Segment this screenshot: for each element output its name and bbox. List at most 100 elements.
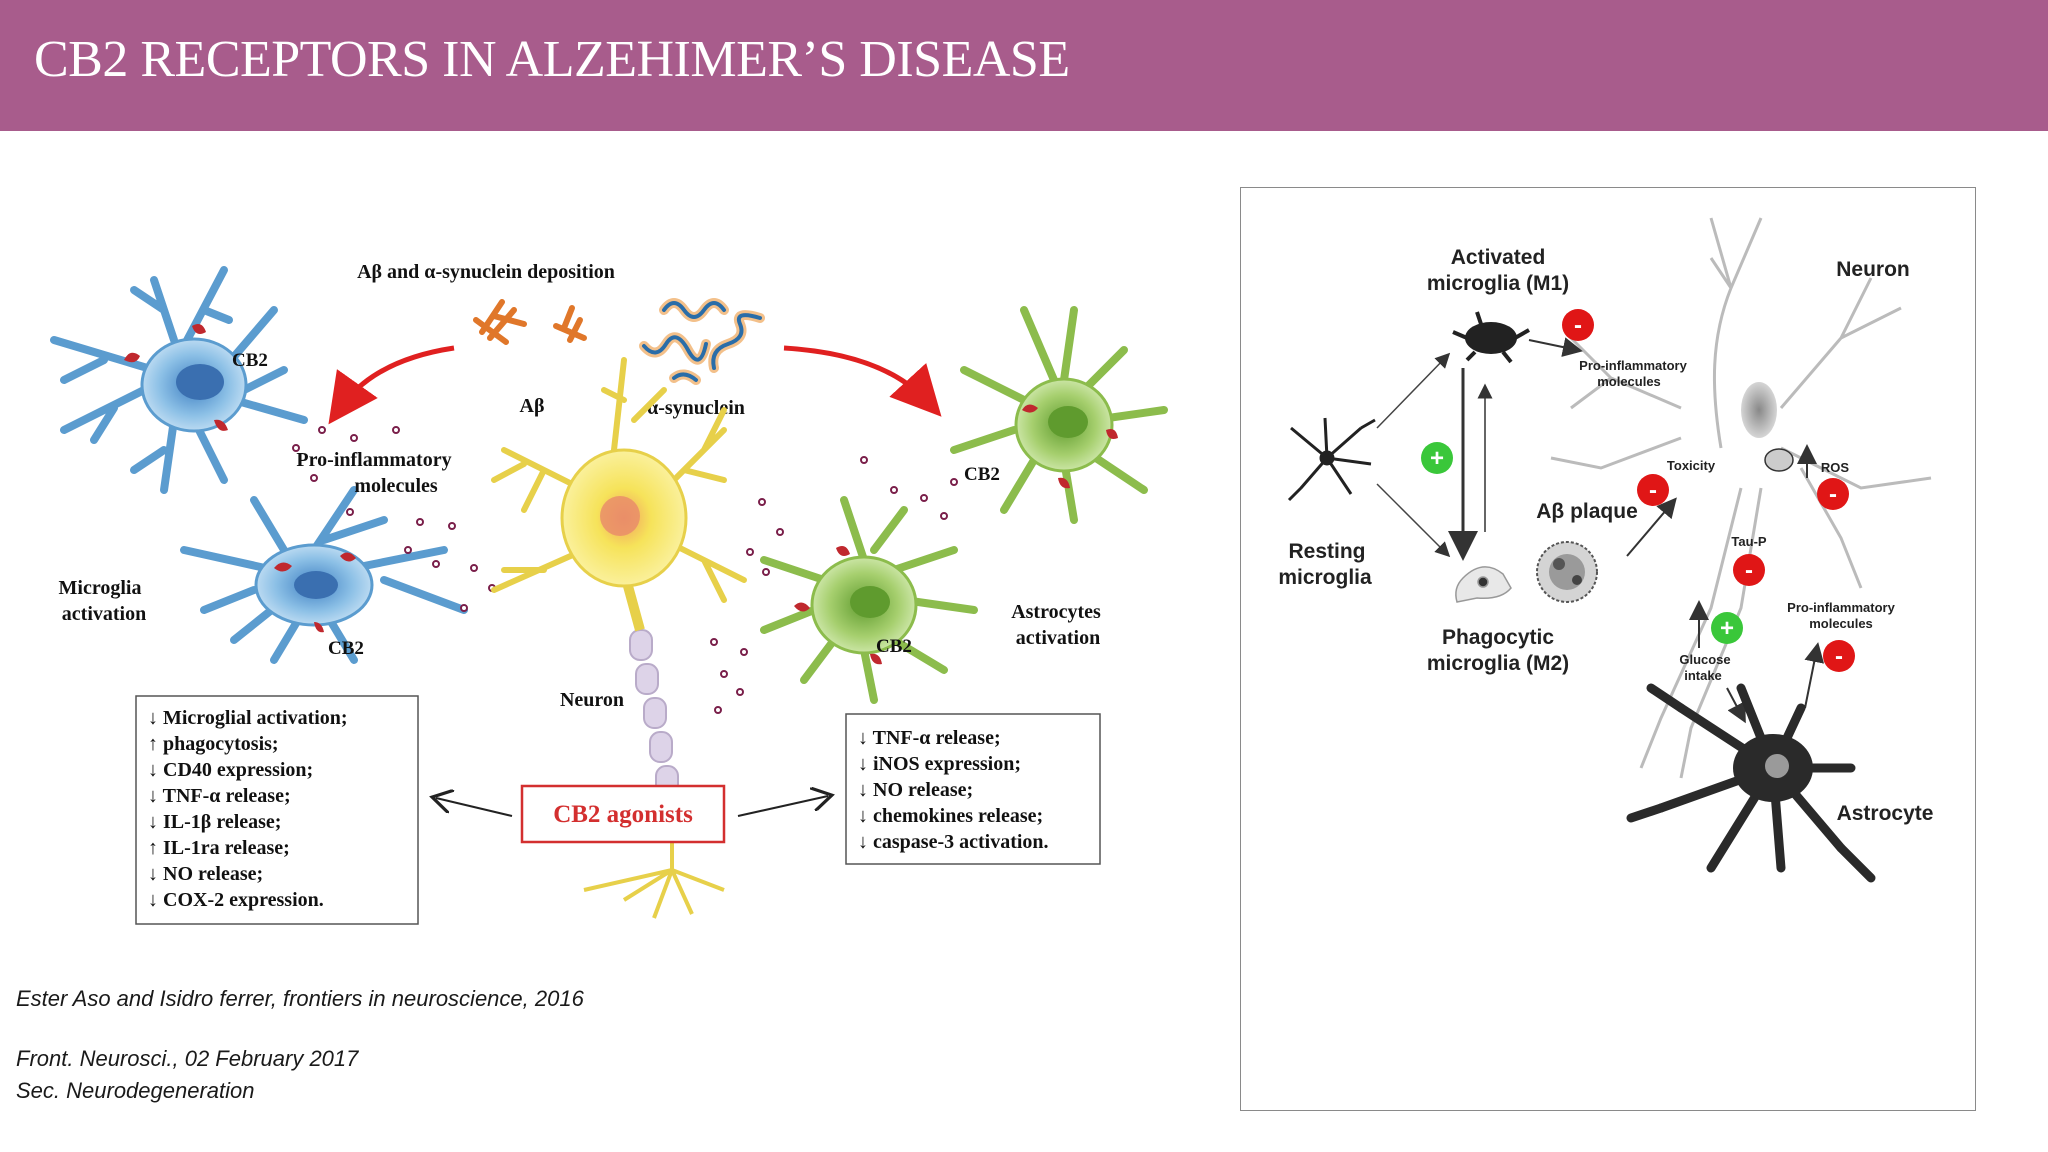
svg-text:+: + bbox=[1720, 615, 1734, 642]
resting-microglia-line2: microglia bbox=[1278, 566, 1372, 589]
glucose-intake-line2: intake bbox=[1684, 668, 1722, 683]
arrow-resting-to-m1 bbox=[1376, 352, 1451, 429]
microglia-activation-line1: Microglia bbox=[59, 577, 142, 599]
phagocytic-microglia-icon bbox=[1455, 566, 1512, 603]
slide-title: CB2 RECEPTORS IN ALZEHIMER’S DISEASE bbox=[34, 31, 1070, 88]
pro-inflammatory-top-line2: molecules bbox=[1597, 374, 1661, 389]
neuron-outline bbox=[1550, 217, 1932, 779]
abeta-plaque-icon bbox=[1536, 541, 1598, 603]
cb2-agonists-label: CB2 agonists bbox=[553, 801, 693, 828]
abeta-fibrils-icon bbox=[473, 299, 587, 345]
neuron-nucleus bbox=[1741, 382, 1777, 438]
activated-microglia-line2: microglia (M1) bbox=[1427, 272, 1569, 295]
arrow-to-astrocytes bbox=[783, 345, 942, 417]
abeta-label: Aβ bbox=[520, 395, 545, 417]
promote-badge-m2: + bbox=[1421, 442, 1453, 474]
cb2-label-microglia-top: CB2 bbox=[232, 350, 268, 371]
ros-label: ROS bbox=[1821, 460, 1850, 475]
cb2-agonists-box bbox=[520, 784, 726, 844]
inhibit-badge-ros: - bbox=[1817, 478, 1849, 510]
promote-badge-glucose: + bbox=[1711, 612, 1743, 644]
pro-inflammatory-top-line1: Pro-inflammatory bbox=[1579, 358, 1687, 373]
svg-text:-: - bbox=[1649, 477, 1657, 504]
glucose-intake-line1: Glucose bbox=[1679, 652, 1730, 667]
alpha-synuclein-label: α-synuclein bbox=[647, 397, 745, 419]
resting-microglia-line1: Resting bbox=[1288, 540, 1365, 563]
microglia-effect-item: ↓ Microglial activation; bbox=[148, 707, 348, 729]
pro-inflammatory-bottom-line2: molecules bbox=[1809, 616, 1873, 631]
microglia-effect-item: ↓ CD40 expression; bbox=[148, 759, 313, 781]
title-bar: CB2 RECEPTORS IN ALZEHIMER’S DISEASE bbox=[0, 0, 2048, 131]
pro-inflammatory-label-line1: Pro-inflammatory bbox=[296, 449, 451, 471]
activated-microglia-line1: Activated bbox=[1451, 246, 1546, 269]
microglia-cell-top bbox=[50, 266, 308, 494]
cb2-label-microglia-lower: CB2 bbox=[328, 638, 364, 659]
inhibit-badge-toxicity: - bbox=[1637, 474, 1669, 506]
arrow-to-astrocyte-effects bbox=[737, 796, 828, 817]
microglia-effect-item: ↓ IL-1β release; bbox=[148, 811, 281, 833]
microglia-astrocyte-neuron-figure: Neuron Activated microglia (M1) - Pro-in… bbox=[1240, 187, 1976, 1111]
arrow-astrocyte-molecules bbox=[1804, 642, 1825, 709]
svg-text:+: + bbox=[1430, 445, 1444, 472]
deposition-label: Aβ and α-synuclein deposition bbox=[357, 261, 615, 283]
arrow-to-microglia bbox=[328, 345, 455, 425]
phagocytic-microglia-line1: Phagocytic bbox=[1442, 626, 1554, 649]
inhibit-badge-taup: - bbox=[1733, 554, 1765, 586]
microglia-effect-item: ↓ TNF-α release; bbox=[148, 785, 291, 807]
right-diagram-svg: Neuron Activated microglia (M1) - Pro-in… bbox=[1278, 217, 1934, 883]
citation-2: Front. Neurosci., 02 February 2017 bbox=[16, 1046, 359, 1071]
astrocyte-label-right: Astrocyte bbox=[1837, 802, 1934, 825]
svg-text:-: - bbox=[1835, 643, 1843, 670]
microglia-cell-lower bbox=[180, 486, 468, 664]
astrocyte-effect-item: ↓ chemokines release; bbox=[858, 805, 1043, 827]
phagocytic-microglia-line2: microglia (M2) bbox=[1427, 652, 1569, 675]
neuron-label: Neuron bbox=[560, 689, 624, 711]
arrow-resting-to-m2 bbox=[1376, 483, 1451, 558]
cb2-label-astrocyte-top: CB2 bbox=[964, 464, 1000, 485]
arrow-glucose-to-astrocyte bbox=[1726, 687, 1746, 724]
pro-inflammatory-dots bbox=[292, 426, 958, 714]
microglia-activation-line2: activation bbox=[62, 603, 146, 625]
astrocyte-cell-lower bbox=[760, 496, 978, 704]
astrocyte-effects-list: ↓ TNF-α release; ↓ iNOS expression; ↓ NO… bbox=[858, 727, 1049, 853]
microglia-effects-list: ↓ Microglial activation; ↑ phagocytosis;… bbox=[148, 707, 348, 911]
neuron-cell bbox=[491, 357, 747, 919]
neuron-label-right: Neuron bbox=[1836, 258, 1910, 281]
alpha-synuclein-icon bbox=[639, 298, 765, 385]
microglia-effect-item: ↑ phagocytosis; bbox=[148, 733, 279, 755]
arrow-plaque-to-neuron bbox=[1626, 497, 1677, 557]
microglia-effects-box bbox=[135, 695, 419, 925]
astrocyte-effect-item: ↓ TNF-α release; bbox=[858, 727, 1001, 749]
astrocyte-effect-item: ↓ iNOS expression; bbox=[858, 753, 1021, 775]
microglia-effect-item: ↓ COX-2 expression. bbox=[148, 889, 324, 911]
astrocyte-effect-item: ↓ caspase-3 activation. bbox=[858, 831, 1049, 853]
cb2-agonist-mechanism-diagram: Aβ and α-synuclein deposition Aβ α-synuc… bbox=[50, 261, 1168, 925]
activated-microglia-icon bbox=[1452, 311, 1530, 364]
svg-text:-: - bbox=[1829, 481, 1837, 508]
citation-3: Sec. Neurodegeneration bbox=[16, 1078, 255, 1103]
astrocytes-activation-line2: activation bbox=[1016, 627, 1100, 649]
astrocyte-effects-box bbox=[845, 713, 1101, 865]
inhibit-badge-m1: - bbox=[1562, 309, 1594, 341]
arrow-to-microglia-effects bbox=[436, 798, 513, 817]
inhibit-badge-astrocyte-molecules: - bbox=[1823, 640, 1855, 672]
taup-label: Tau-P bbox=[1731, 534, 1766, 549]
astrocyte-cell-top bbox=[950, 306, 1168, 524]
cb2-label-astrocyte-lower: CB2 bbox=[876, 636, 912, 657]
astrocyte-dark-icon bbox=[1626, 683, 1876, 883]
pro-inflammatory-label-line2: molecules bbox=[354, 475, 438, 497]
astrocyte-effect-item: ↓ NO release; bbox=[858, 779, 973, 801]
resting-microglia-icon bbox=[1287, 417, 1376, 502]
pro-inflammatory-bottom-line1: Pro-inflammatory bbox=[1787, 600, 1895, 615]
astrocyte-nucleus bbox=[1765, 754, 1789, 778]
abeta-plaque-label: Aβ plaque bbox=[1536, 500, 1638, 523]
astrocytes-activation-line1: Astrocytes bbox=[1011, 601, 1101, 623]
microglia-effect-item: ↓ NO release; bbox=[148, 863, 263, 885]
svg-text:-: - bbox=[1574, 312, 1582, 339]
toxicity-label: Toxicity bbox=[1667, 458, 1716, 473]
microglia-effect-item: ↑ IL-1ra release; bbox=[148, 837, 290, 859]
mitochondrion-icon bbox=[1764, 448, 1794, 472]
arrow-m1-to-molecules bbox=[1528, 337, 1583, 357]
citation-1: Ester Aso and Isidro ferrer, frontiers i… bbox=[16, 986, 584, 1011]
svg-text:-: - bbox=[1745, 557, 1753, 584]
